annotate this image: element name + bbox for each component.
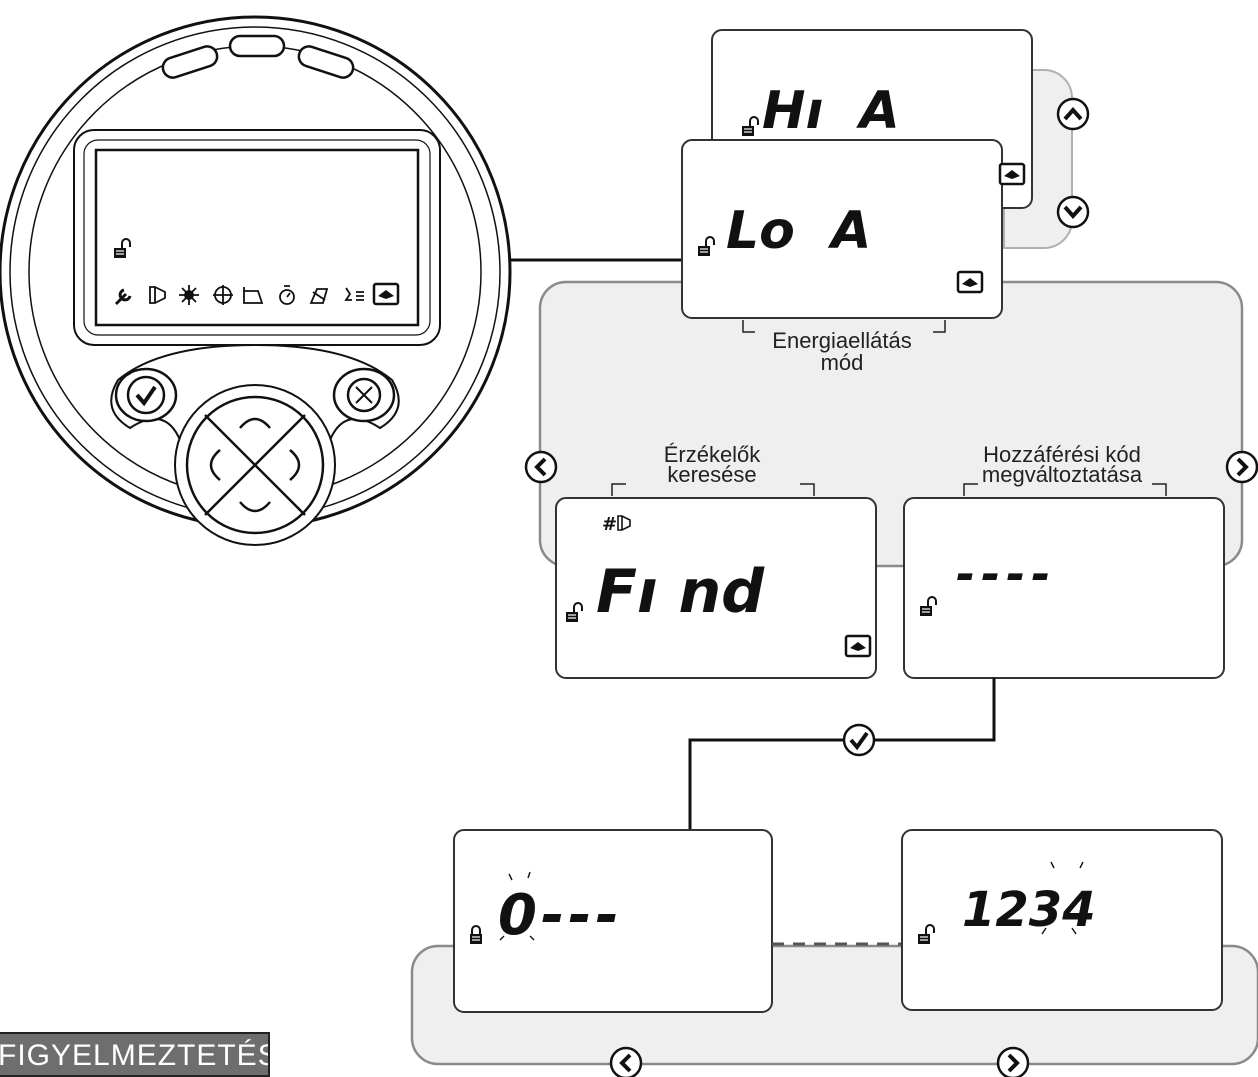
right-arrow-button[interactable] [996, 1046, 1030, 1077]
blink-marks [499, 871, 535, 941]
arrow-up-icon [239, 417, 271, 429]
book-icon [998, 162, 1026, 186]
screen-lo-a: Lo A [681, 139, 1003, 319]
crosshair-icon [213, 285, 233, 305]
find-sensors-label: Érzékelők [664, 442, 762, 467]
book-icon [844, 634, 872, 658]
sensor-icon [617, 515, 631, 531]
blink-marks [1041, 861, 1084, 935]
screen-code-text: ---- [956, 547, 1056, 601]
cancel-button[interactable] [332, 367, 396, 423]
book-icon [372, 282, 400, 306]
sun-icon [179, 285, 199, 305]
arrow-left-icon [209, 449, 221, 481]
right-arrow-button[interactable] [1225, 450, 1258, 484]
arrow-up-icon [1063, 106, 1083, 121]
status-led-left [161, 45, 219, 79]
wrench-icon [114, 288, 132, 306]
arrow-right-icon [1236, 457, 1249, 477]
arrow-right-icon [1007, 1053, 1020, 1073]
book-icon [956, 270, 984, 294]
energy-mode-label-line2: mód [821, 350, 864, 375]
level-icon [243, 287, 264, 304]
check-button[interactable] [114, 367, 178, 423]
arrow-left-icon [534, 457, 547, 477]
screen-code-final: 1234 [901, 829, 1223, 1011]
screen-code-final-text: 1234 [962, 882, 1096, 938]
change-code-label: Hozzáférési kód [983, 442, 1141, 467]
arrow-down-icon [1063, 205, 1083, 220]
device [0, 15, 512, 546]
status-led-right [297, 45, 355, 79]
sensor-icon [149, 286, 166, 304]
calibrate-icon [309, 288, 329, 304]
arrow-down-icon [239, 501, 271, 513]
up-arrow-button[interactable] [1056, 97, 1090, 131]
check-icon [849, 731, 869, 751]
arrow-left-icon [619, 1053, 632, 1073]
timer-icon [279, 285, 295, 305]
screen-find-text: Fı nd [596, 557, 765, 627]
energy-mode-label: Energiaellátás [772, 328, 911, 353]
connector-line [688, 678, 996, 830]
arrow-right-icon [289, 449, 301, 481]
signal-icon [344, 287, 364, 301]
screen-find: # Fı nd [555, 497, 877, 679]
down-arrow-button[interactable] [1056, 195, 1090, 229]
cancel-icon [355, 386, 373, 404]
screen-code: ---- [903, 497, 1225, 679]
left-arrow-button[interactable] [609, 1046, 643, 1077]
find-header-text: # [602, 514, 617, 535]
check-button[interactable] [842, 723, 876, 757]
screen-code-entry: 0--- [453, 829, 773, 1013]
check-icon [135, 385, 157, 407]
warning-banner: FIGYELMEZTETÉS [0, 1032, 270, 1077]
screen-code-entry-text: 0--- [498, 883, 623, 948]
screen-hi-a-text: Hı A [762, 81, 900, 141]
screen-lo-a-text: Lo A [726, 201, 871, 261]
device-icon-bar [114, 285, 364, 306]
left-arrow-button[interactable] [524, 450, 558, 484]
change-code-label-line2: megváltoztatása [982, 462, 1143, 487]
find-sensors-label-line2: keresése [667, 462, 756, 487]
status-led-center [228, 34, 286, 58]
